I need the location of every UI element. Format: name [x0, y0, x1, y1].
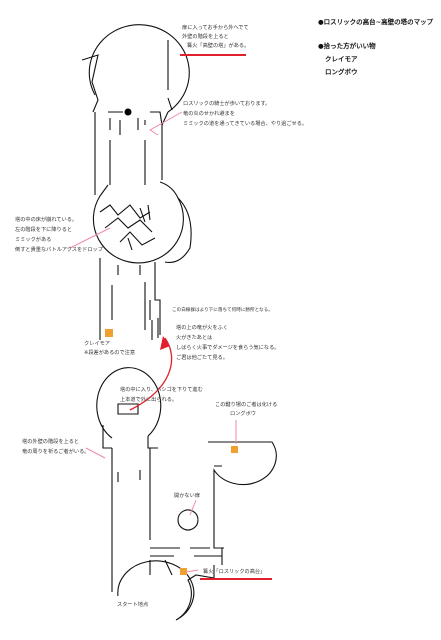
note-door: 開かない扉 — [174, 493, 200, 499]
knight-marker — [124, 108, 132, 116]
note-knight-3: ミミックの道を通ってきている場合、やり過ごせる。 — [183, 121, 308, 127]
mid-tower — [92, 181, 184, 264]
note-dragon-3: しばらく火事でダメージを食らう気になる。 — [176, 345, 280, 351]
claymore-item-icon — [105, 329, 113, 337]
note-ladder-2: 上本道で外に出られる。 — [120, 397, 178, 403]
lower-corridor — [99, 258, 161, 340]
route-arrowhead — [160, 336, 170, 350]
arrow-wallstairs — [85, 447, 106, 459]
underline-bonfire — [200, 578, 272, 580]
item-longbow: ロングボウ — [325, 68, 358, 76]
top-tower-inner — [81, 54, 99, 113]
note-dragon-4: ご君は他ごたて見る。 — [176, 355, 228, 361]
locked-door — [177, 509, 199, 531]
note-claymore-1: クレイモア — [84, 341, 110, 347]
map-title: ●ロスリックの高台~高壁の塔のマップ — [318, 18, 434, 26]
arrow-knight — [149, 111, 183, 136]
note-bonfire: 篝火「ロスリックの高台」 — [203, 569, 266, 575]
note-ladder-1: 塔の中に入り、ハシゴを下りて進む — [120, 387, 203, 393]
items-heading: ●拾った方がいい物 — [318, 42, 376, 50]
longbow-room — [208, 441, 277, 520]
note-mid-tower-4: 倒すと貴重なバトルアクスをドロップ — [15, 247, 103, 253]
longbow-item-icon — [231, 446, 238, 453]
inner-room — [117, 403, 139, 415]
note-mid-tower-2: 左の階段を下に降りると — [15, 227, 73, 233]
note-claymore-2: ※段差があるので注意 — [84, 350, 136, 356]
map-walls — [81, 24, 277, 621]
item-claymore: クレイモア — [325, 55, 358, 63]
start-area — [117, 560, 215, 621]
note-wall-stairs-1: 塔の外壁の階段を上ると — [22, 439, 80, 445]
arrow-door — [189, 499, 197, 516]
note-dragon-1: 塔の上の竜が火をふく — [176, 325, 228, 331]
note-top-tower-2: 外壁の階段を上ると — [182, 34, 229, 40]
upper-corridor — [94, 112, 163, 195]
broken-floor — [99, 204, 156, 246]
note-start: スタート地点 — [117, 602, 149, 608]
note-warning: この白線群はより下に落ちて何時に勝所となる。 — [172, 308, 273, 313]
arrow-bonfire — [185, 569, 199, 573]
note-knight-1: ロスリックの騎士が歩いております。 — [183, 101, 271, 107]
note-longbow-1: この鍵り場のご者は化ける — [215, 402, 278, 408]
lower-tower — [96, 367, 162, 439]
note-knight-2: 竜の炎のせかれ避まを — [183, 111, 235, 117]
note-mid-tower-1: 塔の中の床が崩れている。 — [15, 217, 78, 223]
note-mid-tower-3: ミミックがある — [15, 237, 52, 243]
bonfire-item-icon — [180, 568, 187, 575]
note-wall-stairs-2: 竜の周りを祈るご者がいる。 — [22, 449, 90, 455]
note-dragon-2: 火がきたあとは — [176, 335, 213, 341]
top-tower — [88, 24, 190, 113]
note-top-tower-3: 篝火「高壁の塔」がある。 — [187, 43, 250, 49]
arrow-midtower — [69, 227, 111, 249]
note-top-tower-1: 扉に入ってお手から外へでて — [182, 25, 249, 31]
note-longbow-2: ロングボウ — [230, 411, 256, 417]
pointer-arrows — [69, 111, 237, 573]
underline-top-tower — [180, 54, 246, 56]
